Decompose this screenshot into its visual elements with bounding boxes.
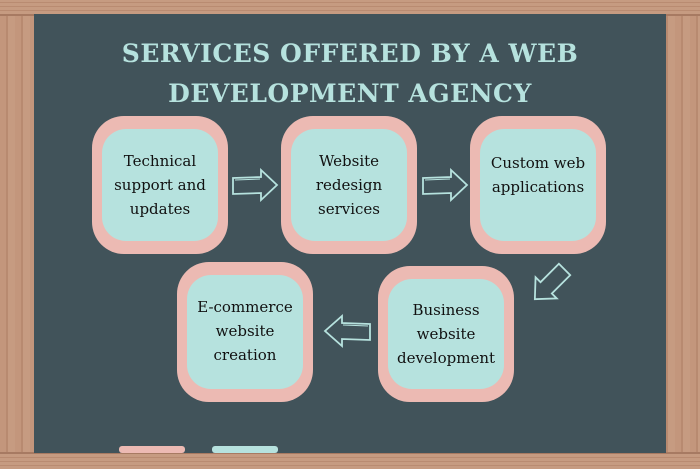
arrow-right-icon <box>232 168 279 202</box>
step-label: E-commerce website creation <box>187 275 303 389</box>
step-website-redesign: Website redesign services <box>281 116 417 254</box>
frame-bottom <box>0 452 700 469</box>
step-business-website: Business website development <box>378 266 514 402</box>
step-ecommerce: E-commerce website creation <box>177 262 313 402</box>
step-label: Technical support and updates <box>102 129 218 241</box>
arrow-left-icon <box>323 314 371 348</box>
step-label: Business website development <box>388 279 504 389</box>
step-label: Custom web applications <box>480 129 596 241</box>
pink-chalk <box>119 446 185 453</box>
step-custom-web-apps: Custom web applications <box>470 116 606 254</box>
step-label: Website redesign services <box>291 129 407 241</box>
arrow-right-icon <box>422 168 469 202</box>
arrow-down-left-icon <box>533 262 572 301</box>
step-technical-support: Technical support and updates <box>92 116 228 254</box>
page-title: SERVICES OFFERED BY A WEB DEVELOPMENT AG… <box>121 39 579 108</box>
blue-chalk <box>212 446 278 453</box>
